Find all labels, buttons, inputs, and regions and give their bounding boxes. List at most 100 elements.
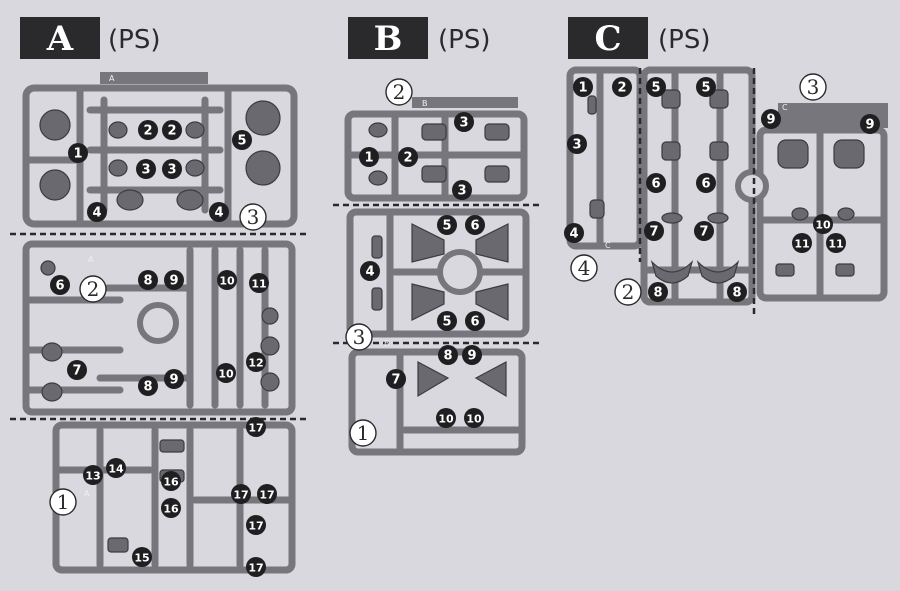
part-callout-c-8: 8	[727, 282, 747, 302]
svg-text:11: 11	[828, 238, 843, 251]
part-callout-b-4: 4	[360, 261, 380, 281]
svg-text:14: 14	[108, 463, 124, 476]
sprue-a-parts	[39, 100, 281, 553]
svg-text:1: 1	[57, 490, 70, 514]
part-callout-b-3: 3	[452, 180, 472, 200]
sprue-c-runner-tag-right: C	[782, 103, 788, 112]
part-callout-a-17: 17	[246, 515, 266, 535]
part-callout-a-4: 4	[209, 202, 229, 222]
svg-text:7: 7	[649, 225, 658, 240]
part-callout-a-1: 1	[68, 143, 88, 163]
sprue-a-runner-tag-mid: A	[88, 255, 94, 264]
part-callout-a-2: 2	[138, 120, 158, 140]
svg-text:5: 5	[442, 315, 451, 330]
section-marker-a-3: 3	[239, 203, 267, 231]
sprue-b-parts	[368, 122, 510, 398]
sprue-c-header: C (PS)	[568, 17, 710, 59]
sprue-c-runner-tag-left: C	[605, 241, 611, 250]
svg-text:3: 3	[353, 325, 366, 349]
part-callout-a-17: 17	[246, 417, 266, 437]
sprue-a-runner-tag-top: A	[109, 74, 115, 83]
svg-text:2: 2	[617, 81, 626, 96]
part-callout-a-6: 6	[50, 275, 70, 295]
svg-text:6: 6	[470, 315, 479, 330]
svg-text:4: 4	[578, 256, 591, 280]
svg-text:8: 8	[443, 349, 452, 364]
svg-text:4: 4	[569, 227, 578, 242]
svg-text:3: 3	[141, 163, 150, 178]
part-callout-c-7: 7	[694, 221, 714, 241]
part-callout-b-6: 6	[465, 311, 485, 331]
part-callout-b-8: 8	[438, 345, 458, 365]
section-marker-c-3: 3	[799, 73, 827, 101]
svg-text:17: 17	[248, 562, 263, 575]
svg-text:2: 2	[167, 124, 176, 139]
part-callout-c-9: 9	[761, 109, 781, 129]
svg-text:2: 2	[622, 280, 635, 304]
sprue-b-runner-tag-bot: B	[384, 339, 390, 348]
svg-text:5: 5	[651, 81, 660, 96]
part-callout-b-10: 10	[436, 408, 456, 428]
sprue-b-material: (PS)	[438, 25, 490, 55]
svg-text:1: 1	[73, 147, 82, 162]
section-marker-b-2: 2	[385, 78, 413, 106]
svg-text:17: 17	[248, 520, 263, 533]
part-callout-c-3: 3	[567, 134, 587, 154]
section-marker-b-1: 1	[349, 419, 377, 447]
svg-text:10: 10	[219, 275, 235, 288]
svg-text:10: 10	[438, 413, 454, 426]
part-callout-c-4: 4	[564, 223, 584, 243]
part-callout-a-13: 13	[83, 465, 103, 485]
svg-text:11: 11	[794, 238, 809, 251]
part-callout-b-6: 6	[465, 215, 485, 235]
part-callout-b-9: 9	[462, 345, 482, 365]
section-marker-b-3: 3	[345, 323, 373, 351]
part-callout-a-7: 7	[67, 360, 87, 380]
svg-text:17: 17	[259, 489, 274, 502]
svg-text:6: 6	[701, 177, 710, 192]
svg-text:17: 17	[233, 489, 248, 502]
svg-text:5: 5	[442, 219, 451, 234]
svg-text:2: 2	[143, 124, 152, 139]
part-callout-b-1: 1	[359, 147, 379, 167]
svg-text:9: 9	[169, 274, 178, 289]
sprue-a-hub	[137, 302, 179, 344]
part-callout-c-8: 8	[648, 282, 668, 302]
part-callout-c-6: 6	[696, 173, 716, 193]
svg-text:13: 13	[85, 470, 100, 483]
part-callout-a-14: 14	[106, 458, 126, 478]
svg-text:1: 1	[578, 81, 587, 96]
sprue-c-hub	[735, 169, 769, 203]
sprue-a-material: (PS)	[108, 25, 160, 55]
part-callout-a-16: 16	[161, 471, 181, 491]
svg-text:4: 4	[92, 206, 101, 221]
svg-text:5: 5	[701, 81, 710, 96]
svg-text:5: 5	[237, 134, 246, 149]
part-callout-b-2: 2	[398, 147, 418, 167]
svg-text:2: 2	[87, 277, 100, 301]
part-callout-a-10: 10	[216, 363, 236, 383]
part-callout-a-17: 17	[231, 484, 251, 504]
part-callout-c-11: 11	[792, 233, 812, 253]
svg-text:3: 3	[167, 163, 176, 178]
svg-text:1: 1	[357, 421, 370, 445]
section-marker-c-4: 4	[570, 254, 598, 282]
part-callout-a-12: 12	[246, 352, 266, 372]
part-callout-b-10: 10	[464, 408, 484, 428]
svg-text:2: 2	[393, 80, 406, 104]
svg-text:9: 9	[169, 373, 178, 388]
part-callout-a-8: 8	[138, 376, 158, 396]
svg-text:3: 3	[247, 205, 260, 229]
part-callout-c-10: 10	[813, 214, 833, 234]
sprue-b-header: B (PS)	[348, 17, 490, 59]
svg-text:17: 17	[248, 422, 263, 435]
sprue-c-letter: C	[594, 19, 621, 59]
section-marker-a-1: 1	[49, 488, 77, 516]
svg-text:16: 16	[163, 503, 179, 516]
part-callout-a-3: 3	[162, 159, 182, 179]
sprue-c-parts	[587, 89, 865, 284]
svg-text:4: 4	[214, 206, 223, 221]
svg-text:4: 4	[365, 265, 374, 280]
svg-text:15: 15	[134, 552, 149, 565]
